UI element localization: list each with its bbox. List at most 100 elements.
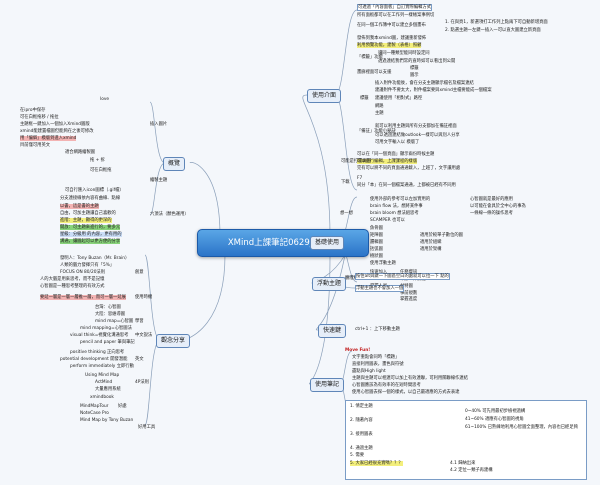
note-item[interactable]: 主題與主題可以相連可以加上有效連聯，可利用關聯線作連結 <box>352 376 469 381</box>
note-list-item[interactable]: 2. 隨著內容 <box>350 418 373 423</box>
overview-item[interactable]: 六頂法（顏色運用） <box>150 212 189 217</box>
basic-item[interactable]: 任務資訊 <box>400 270 417 275</box>
basic-item[interactable]: 快速加入 <box>370 270 387 275</box>
overview-item[interactable]: 可在白框拖 <box>90 168 112 173</box>
share-item[interactable]: potential development 開發潛能 <box>60 357 128 362</box>
share-item[interactable]: 台灣：心智圖 <box>95 305 121 310</box>
usage-item[interactable]: 透過連結我們常的直時如可以看出到公開 <box>378 59 456 64</box>
overview-item[interactable]: 適合網路繪製圖 <box>65 150 96 155</box>
basic-item[interactable]: brain bloom 想法組思考 <box>370 211 419 216</box>
note-list-item[interactable]: 4.1 歸納出來 <box>450 461 476 466</box>
basic-item[interactable]: 魚骨圖 <box>370 226 383 231</box>
usage-item[interactable]: 「備註」功能小秘訣 <box>357 129 396 134</box>
overview-item[interactable]: love <box>100 97 110 102</box>
branch-overview[interactable]: 概覽 <box>163 157 186 171</box>
basic-item[interactable]: 適用於組織 <box>420 240 442 245</box>
branch-shortcut[interactable]: 快速鍵 <box>318 324 347 338</box>
basic-item[interactable]: 一條線一條的操作思考 <box>470 211 513 216</box>
overview-item[interactable]: 主題框一鍵加入一個加入Xmind圖版 <box>20 122 90 127</box>
usage-item[interactable]: 2. 點選主題一左鍵一插入一可以直大圖建立新頁面 <box>445 28 541 33</box>
share-item[interactable]: pencil and paper 筆與筆記 <box>80 340 135 345</box>
usage-item-highlight[interactable]: 可以進行編輯，上課課程的樣版 <box>357 159 418 164</box>
basic-item[interactable]: 心智圖就是最好的應用 <box>470 197 513 202</box>
overview-item-highlight[interactable]: 用「偏僻」模版到進入xmind <box>20 136 77 141</box>
basic-item[interactable]: brain flow 法，想將某件事 <box>370 204 423 209</box>
basic-item[interactable]: 括弧圖 <box>370 247 383 252</box>
note-item[interactable]: 使用心智圖去探一個的樣式，以自己最適應的方式去表達 <box>352 390 460 395</box>
share-item[interactable]: Mind Map by Tony Buzan <box>80 418 134 423</box>
share-item[interactable]: ActMind <box>95 380 113 385</box>
branch-usage[interactable]: 使用介面 <box>307 89 342 103</box>
overview-colored[interactable]: 星級：分級用 的內容，更有用的 <box>60 232 122 237</box>
usage-item[interactable]: 1. 在與頁1，新選項打工作列上點兩下可自動新增頁面 <box>445 20 548 25</box>
overview-item[interactable]: 插入圖片 <box>150 122 168 127</box>
usage-item[interactable]: 所有面板都可以在工作列一樣帳案事例切 <box>357 13 435 18</box>
overview-item[interactable]: 在ipro中保存 <box>20 108 46 113</box>
note-list-item[interactable]: 1. 情定主題 <box>350 404 373 409</box>
share-item[interactable]: 大量應用系統 <box>95 387 121 392</box>
usage-item[interactable]: 建議使用「相對式」路徑 <box>375 96 423 101</box>
usage-item[interactable]: 主題 <box>375 111 384 116</box>
basic-item[interactable]: 使用浮動主題 <box>370 261 396 266</box>
usage-item[interactable]: 網路 <box>375 104 384 109</box>
basic-item[interactable]: 邏輯圖 <box>370 240 383 245</box>
branch-basic[interactable]: 基礎使用 <box>310 236 345 250</box>
basic-item[interactable]: 以可能在會具於全中心的事為 <box>470 204 526 209</box>
share-item[interactable]: mind map=心智圖 <box>95 319 134 324</box>
share-item[interactable]: 好處 <box>118 404 127 409</box>
share-item[interactable]: 人類的腦力發揮只有「5%」 <box>60 263 115 268</box>
usage-item[interactable]: 可以在「同一個頁面」顯示兩份時候主題 <box>357 152 435 157</box>
float-item[interactable]: 浮動主題也不會加入一個 <box>355 285 405 292</box>
basic-item[interactable]: 矩陣圖 <box>370 233 383 238</box>
overview-item[interactable]: 可在白框拖移 / 拖拉 <box>20 115 59 120</box>
share-item[interactable]: 心智圖是一種思考整理的有效方式 <box>40 284 105 289</box>
note-item[interactable]: 文字重點會同時「標題」 <box>352 355 400 360</box>
note-item[interactable]: 盡點與High light <box>352 369 386 374</box>
usage-item[interactable]: 標籤 <box>410 66 419 71</box>
usage-item[interactable]: 發佈到我本xmind圖，建議重新發佈 <box>357 36 427 41</box>
note-list-item[interactable]: 4.2 定位一類子再建構 <box>450 468 493 473</box>
basic-item[interactable]: 掌握進度 <box>400 297 418 302</box>
overview-colored[interactable]: 溝通，讓圖起可以更方便的分享 <box>60 239 121 244</box>
overview-colored[interactable]: 進階：主題，顯得的更深的 <box>60 218 112 223</box>
usage-item[interactable]: 同分「本」在同一個檔案通通，上都被已經有不同用 <box>357 183 456 188</box>
basic-item[interactable]: 適用於較單子數位的圖 <box>420 233 463 238</box>
note-item[interactable]: 直接利用圖表，畫色與符號 <box>352 362 404 367</box>
usage-item[interactable]: 標籤 <box>360 96 369 101</box>
share-item[interactable]: xmindbook <box>90 395 114 400</box>
note-list-item-highlight[interactable]: 5. 大家已經很充實嗎？？？ <box>350 461 403 466</box>
branch-share[interactable]: 觀念分享 <box>156 334 191 348</box>
note-list-item[interactable]: 4. 通過主題 <box>350 446 373 451</box>
note-range[interactable]: 61~100% 已熟練地利用心智圖全面整理，內容也已經足夠 <box>465 425 578 430</box>
overview-item[interactable]: 拖 + 拆 <box>90 158 105 163</box>
usage-item[interactable]: 可透過「內容面板」自訂實際編輯方式 <box>357 4 433 11</box>
share-item[interactable]: MindMapTour <box>80 404 109 409</box>
overview-colored[interactable]: 以書，這是書的主題 <box>60 204 99 209</box>
overview-colored[interactable]: 開放：可主題來進行的，要多元 <box>60 225 121 230</box>
share-item[interactable]: mind mapping=心智圖法 <box>80 326 132 331</box>
share-item[interactable]: Using Mind Map <box>85 373 120 378</box>
usage-item[interactable]: 可用文字輸入以 模版了 <box>375 140 420 145</box>
usage-item[interactable]: 在同一個工作簿中可以建立多個畫布 <box>357 23 426 28</box>
share-item[interactable]: 好用工具 <box>138 425 156 430</box>
usage-item[interactable]: F7 <box>357 176 363 181</box>
usage-item[interactable]: 插入附件功能後，會在分支主題顯示檔名及檔案連結 <box>375 81 474 86</box>
branch-note-usage[interactable]: 使用筆記 <box>310 378 345 392</box>
usage-item[interactable]: 建議附件不要太大，附件檔案要與xmind主檔要能成一個檔案 <box>375 88 492 93</box>
basic-item[interactable]: 甘特圖 <box>400 284 413 289</box>
share-item[interactable]: positive thinking 正向思考 <box>70 350 125 355</box>
note-range[interactable]: 0~40% 可先用最初步檢視過構 <box>465 409 526 414</box>
float-item[interactable]: 按住alt與鍵一下圖區空白的處就可以拉一下 點的 <box>355 273 450 280</box>
branch-float[interactable]: 浮動主題 <box>312 277 347 291</box>
usage-item[interactable]: 畫廊裡面可以支援 <box>357 70 392 75</box>
shortcut-item[interactable]: ctrl+1 ：上下移動主題 <box>355 327 400 332</box>
overview-colored[interactable]: 自由，可加主題讓自己喜歡的 <box>60 211 116 216</box>
share-item[interactable]: visual think=視覺化溝通思考 <box>70 333 129 338</box>
share-item[interactable]: NoteCase Pro <box>80 411 109 416</box>
usage-item-highlight[interactable]: 利用預覽功能，建製（表格）照顧 <box>357 43 422 48</box>
note-list-item[interactable]: 5. 需要 <box>350 453 365 458</box>
share-item[interactable]: 人的大腦是用來思考，而不是記憶 <box>40 277 105 282</box>
basic-item[interactable]: 事前規劃 <box>400 291 418 296</box>
usage-item[interactable]: 完有可以將不同的頁面通通載入，上越了，文字讓用處 <box>357 166 461 171</box>
share-item[interactable]: 大陸：思維導圖 <box>95 312 126 317</box>
